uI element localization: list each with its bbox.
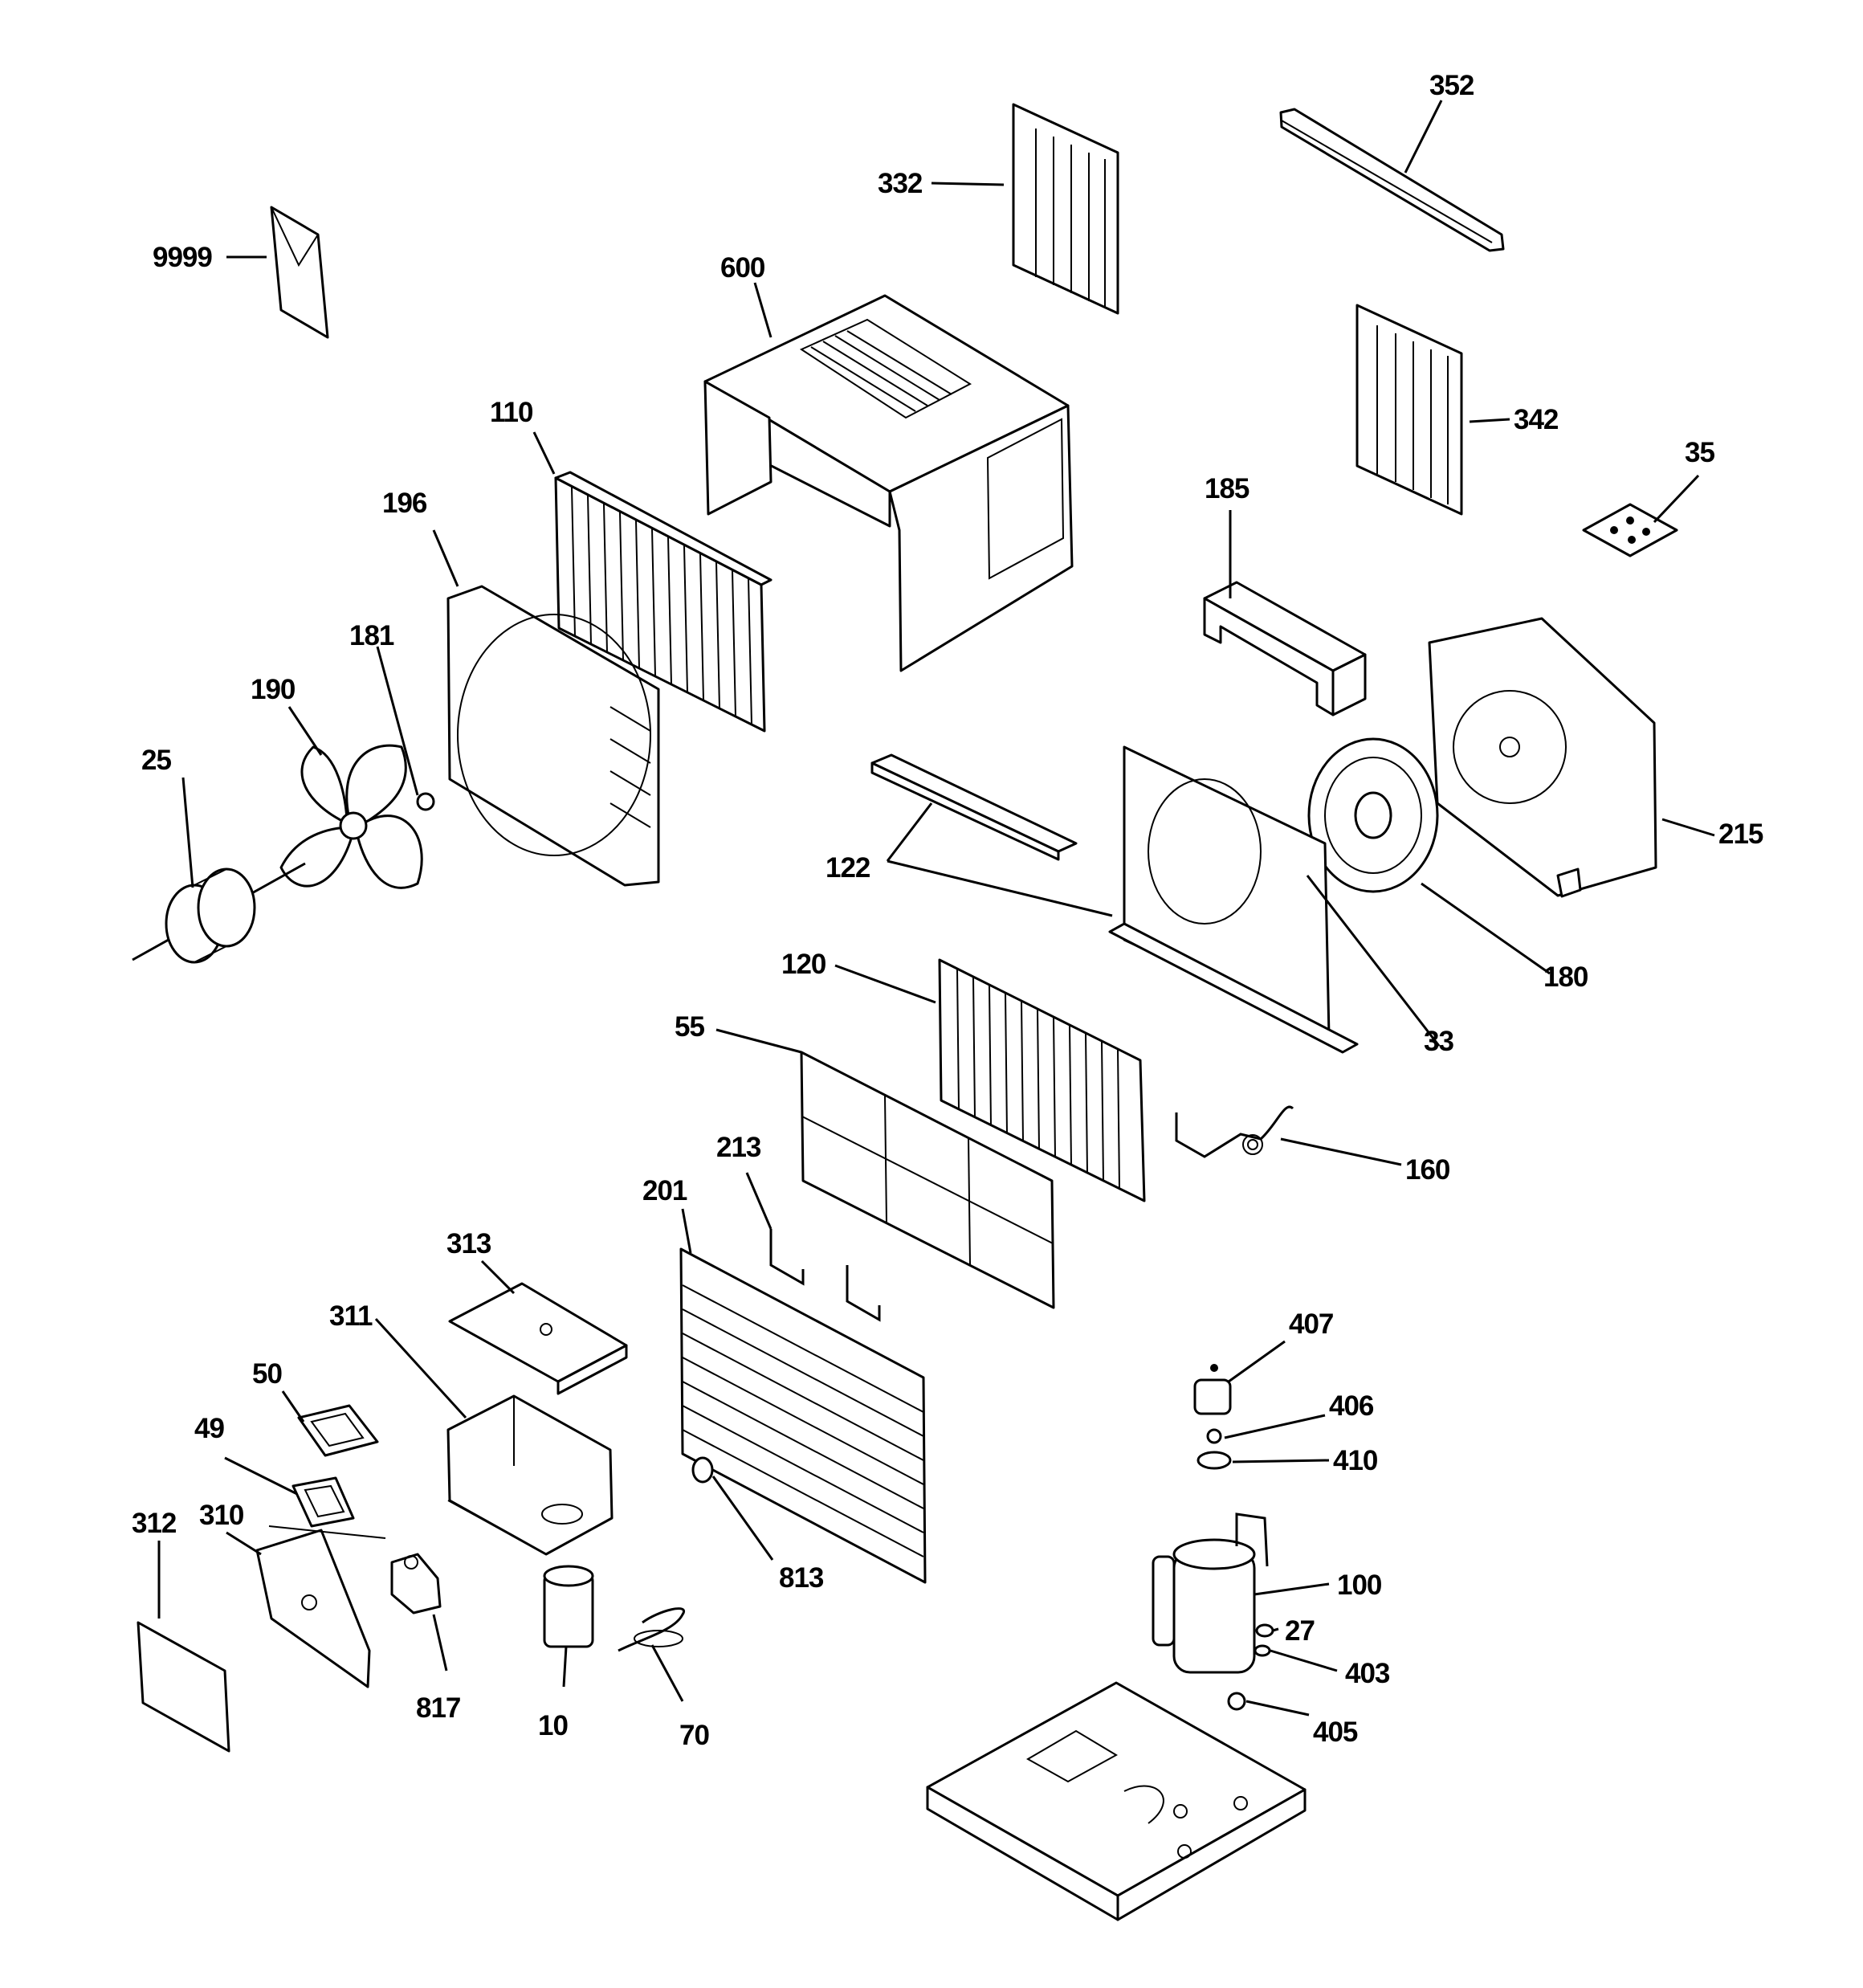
part-160-capillary-tube: [1175, 1105, 1294, 1158]
callout-55: 55: [675, 1011, 704, 1043]
callout-27: 27: [1285, 1615, 1315, 1647]
part-310-control-panel: [255, 1525, 386, 1688]
callout-201: 201: [642, 1175, 687, 1206]
part-100-compressor: [1152, 1512, 1269, 1674]
callout-9999: 9999: [153, 242, 212, 273]
part-25-fan-motor: [132, 862, 306, 964]
callout-406: 406: [1329, 1390, 1374, 1422]
part-27-grommet: [1255, 1623, 1274, 1638]
callout-180: 180: [1543, 961, 1588, 993]
callout-311: 311: [329, 1300, 373, 1332]
part-120-evaporator-coil: [938, 958, 1146, 1202]
part-181-nut: [416, 792, 435, 811]
part-10-capacitor: [543, 1565, 594, 1648]
part-405-nut: [1227, 1692, 1246, 1711]
callout-405: 405: [1313, 1717, 1358, 1748]
part-9999-envelope: [270, 206, 329, 339]
part-185-duct: [1203, 581, 1367, 716]
callout-10: 10: [538, 1710, 568, 1741]
callout-25: 25: [141, 745, 171, 776]
callout-labels: 9999 332 352 600 342 35 110 196 185 181 …: [132, 70, 1764, 1751]
part-403-spacer: [1254, 1644, 1271, 1657]
callout-215: 215: [1718, 818, 1763, 850]
part-201-front-grille: [679, 1247, 927, 1584]
callout-110: 110: [490, 397, 533, 428]
callout-185: 185: [1205, 473, 1249, 504]
callout-196: 196: [382, 488, 427, 519]
callout-122: 122: [826, 852, 870, 884]
part-122-bulkhead: [1108, 745, 1359, 1054]
part-70-power-cord: [618, 1607, 686, 1652]
callout-813: 813: [779, 1562, 824, 1594]
part-407-overload: [1193, 1364, 1232, 1415]
callout-403: 403: [1345, 1658, 1390, 1689]
callout-50: 50: [252, 1358, 282, 1390]
part-122-filter-track: [870, 753, 1078, 861]
part-313-control-cover: [448, 1282, 628, 1395]
callout-352: 352: [1429, 70, 1474, 101]
part-311-control-box: [446, 1394, 614, 1556]
callout-817: 817: [416, 1692, 460, 1724]
callout-410: 410: [1333, 1445, 1378, 1476]
callout-70: 70: [679, 1720, 709, 1751]
callout-342: 342: [1514, 404, 1559, 435]
callout-600: 600: [720, 252, 765, 284]
callout-312: 312: [132, 1508, 177, 1539]
part-196-shroud: [446, 585, 660, 887]
callout-190: 190: [251, 674, 296, 705]
callout-213: 213: [716, 1132, 761, 1163]
part-406-washer: [1206, 1428, 1222, 1444]
callout-33: 33: [1424, 1026, 1453, 1057]
callout-160: 160: [1405, 1154, 1450, 1186]
part-190-fan-blade: [279, 744, 423, 889]
part-215-scroll-housing: [1428, 617, 1657, 898]
callout-310: 310: [199, 1500, 244, 1531]
part-213-hooks: [769, 1229, 881, 1322]
part-332-side-curtain: [1012, 103, 1119, 315]
callout-35: 35: [1685, 437, 1714, 468]
callout-407: 407: [1289, 1308, 1333, 1340]
part-342-side-curtain: [1355, 304, 1463, 516]
part-55-air-filter: [800, 1051, 1055, 1309]
callout-332: 332: [878, 168, 923, 199]
part-50-switch: [297, 1404, 379, 1457]
part-813-knob: [691, 1456, 714, 1484]
part-600-cabinet: [703, 294, 1074, 672]
part-312-nameplate: [137, 1621, 230, 1753]
part-410-gasket: [1196, 1451, 1232, 1470]
callout-313: 313: [446, 1228, 491, 1259]
part-352-top-rail: [1279, 108, 1505, 252]
callout-49: 49: [194, 1413, 224, 1444]
part-180-blower-wheel: [1307, 737, 1439, 893]
callout-120: 120: [781, 949, 826, 980]
leader-lines: [157, 100, 1715, 1717]
callout-181: 181: [349, 620, 394, 651]
part-base-pan: [926, 1681, 1307, 1921]
part-49-gasket: [291, 1476, 355, 1528]
part-110-condenser-coil: [554, 471, 773, 733]
callout-100: 100: [1337, 1570, 1382, 1601]
part-817-thermostat: [390, 1553, 442, 1614]
part-35-hardware-kit: [1582, 503, 1678, 557]
